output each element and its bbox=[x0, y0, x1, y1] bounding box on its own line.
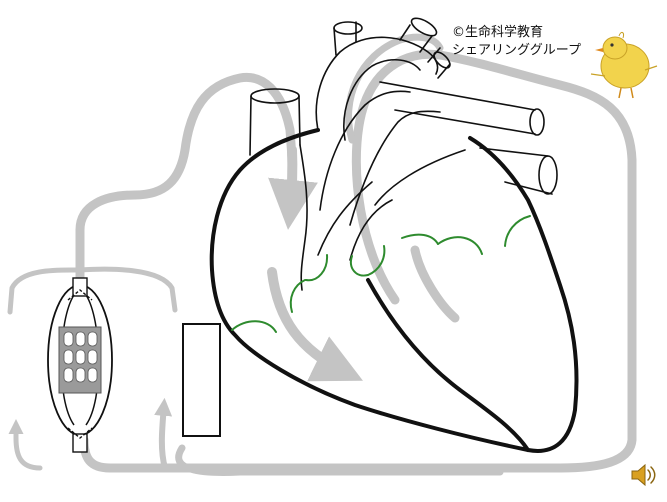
tricuspid-valve-right bbox=[289, 279, 306, 313]
capsule-top-dash bbox=[67, 289, 93, 301]
mitral-valve-right bbox=[504, 215, 531, 247]
capsule-bottom-dash bbox=[67, 427, 93, 439]
systemic-arterial-loop bbox=[79, 49, 637, 473]
cell bbox=[75, 349, 86, 365]
brachiocephalic-opening bbox=[333, 21, 363, 35]
lower-body-return-flow bbox=[175, 444, 504, 476]
carotid-artery bbox=[399, 24, 433, 53]
speaker-icon[interactable] bbox=[628, 460, 658, 490]
cell bbox=[87, 367, 98, 383]
aortic-root bbox=[349, 199, 393, 261]
lower-body-organ-box bbox=[182, 323, 221, 437]
cell bbox=[75, 331, 86, 347]
copyright-credit: ©生命科学教育 シェアリンググループ bbox=[452, 24, 581, 60]
tricuspid-valve-left bbox=[231, 320, 277, 333]
credit-line-1: ©生命科学教育 bbox=[452, 25, 544, 40]
ventricle-inflow-arrow bbox=[267, 267, 363, 382]
aortic-valve-right bbox=[367, 245, 386, 276]
capsule-top-port bbox=[72, 277, 88, 297]
mitral-valve-left bbox=[401, 233, 439, 245]
cell bbox=[63, 367, 74, 383]
subclavian-opening bbox=[433, 51, 451, 69]
vena-cava-inflow-arrow bbox=[268, 145, 318, 230]
heart-outer-wall bbox=[209, 128, 579, 453]
cell bbox=[63, 331, 74, 347]
aortic-arch-inner bbox=[343, 58, 421, 141]
mitral-valve-mid bbox=[437, 236, 483, 255]
cell bbox=[63, 349, 74, 365]
atrial-septum bbox=[317, 181, 373, 256]
superior-vena-cava bbox=[249, 95, 301, 156]
capsule-top-branch-right bbox=[77, 266, 178, 313]
venous-top-loop bbox=[75, 72, 297, 283]
vessel-outlines bbox=[249, 17, 558, 291]
capsule-left-return-arrow bbox=[8, 419, 43, 471]
head-branch-flow bbox=[345, 33, 444, 144]
credit-line-2: シェアリンググループ bbox=[452, 43, 581, 58]
pulmonary-trunk-inner bbox=[349, 110, 441, 226]
aortic-outflow-path bbox=[410, 245, 460, 323]
carotid-opening bbox=[410, 17, 438, 37]
tissue-capsule bbox=[47, 277, 113, 453]
interventricular-septum bbox=[366, 278, 530, 452]
pulmonary-trunk bbox=[319, 90, 411, 211]
left-atrium-wall bbox=[374, 149, 466, 206]
cell bbox=[87, 331, 98, 347]
pulmonary-vein-opening bbox=[538, 155, 558, 195]
brachiocephalic-artery bbox=[333, 21, 357, 56]
right-pulmonary-artery-opening bbox=[529, 108, 545, 136]
right-atrium-wall bbox=[299, 144, 308, 291]
circulation-flow-paths bbox=[7, 33, 637, 476]
chick-drawing-icon bbox=[590, 31, 658, 99]
capsule-top-branch-left bbox=[7, 267, 83, 315]
lower-body-up-arrow bbox=[154, 397, 173, 471]
cell bbox=[75, 367, 86, 383]
heart-valves bbox=[231, 215, 531, 333]
heart-outline bbox=[209, 128, 579, 453]
aortic-valve-left bbox=[350, 255, 369, 277]
cell-grid bbox=[63, 331, 98, 383]
capsule-bottom-port bbox=[72, 433, 88, 453]
right-pulmonary-artery bbox=[379, 81, 536, 135]
cell bbox=[87, 349, 98, 365]
pulmonary-valve bbox=[305, 254, 329, 282]
